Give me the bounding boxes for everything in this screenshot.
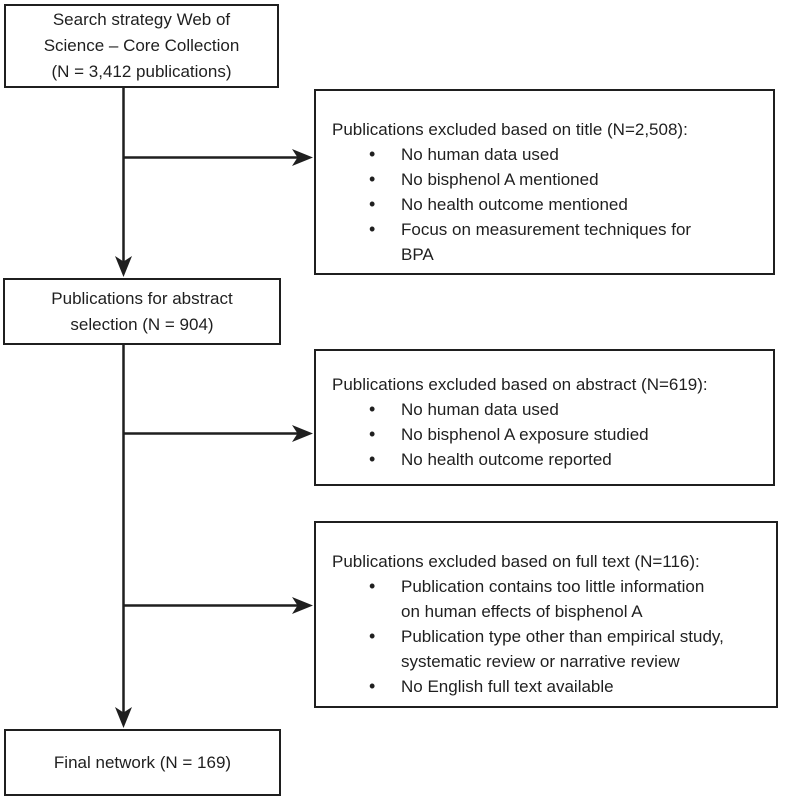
list-item: Focus on measurement techniques for BPA <box>369 217 763 267</box>
node-final-network: Final network (N = 169) <box>4 729 281 796</box>
exclusion-title: Publications excluded based on abstract … <box>332 375 708 394</box>
node-text-line: (N = 3,412 publications) <box>51 62 232 81</box>
node-search-strategy: Search strategy Web of Science – Core Co… <box>4 4 279 88</box>
list-item-text: No human data used <box>401 400 559 419</box>
node-fulltext-exclusion: Publications excluded based on full text… <box>314 521 778 708</box>
node-title-exclusion: Publications excluded based on title (N=… <box>314 89 775 275</box>
arrow-to-title-exclusion-head <box>292 149 313 166</box>
exclusion-title: Publications excluded based on title (N=… <box>332 120 688 139</box>
exclusion-reason-list: No human data used No bisphenol A exposu… <box>332 397 763 472</box>
arrow-search-to-abstract-head <box>115 256 132 277</box>
list-item-text: No bisphenol A mentioned <box>401 170 599 189</box>
exclusion-reason-list: No human data used No bisphenol A mentio… <box>332 142 763 267</box>
node-abstract-selection: Publications for abstract selection (N =… <box>3 278 281 345</box>
node-text-line: Science – Core Collection <box>43 36 240 55</box>
list-item-text: No human data used <box>401 145 559 164</box>
list-item-text: Focus on measurement techniques for <box>401 220 692 239</box>
arrow-abstract-to-final-head <box>115 707 132 728</box>
exclusion-reason-list: Publication contains too little informat… <box>332 574 766 699</box>
node-abstract-exclusion: Publications excluded based on abstract … <box>314 349 775 486</box>
exclusion-title: Publications excluded based on full text… <box>332 552 700 571</box>
list-item: No human data used <box>369 397 763 422</box>
list-item-text: No bisphenol A exposure studied <box>401 425 649 444</box>
list-item: Publication contains too little informat… <box>369 574 766 624</box>
list-item: Publication type other than empirical st… <box>369 624 766 674</box>
list-item: No health outcome mentioned <box>369 192 763 217</box>
arrow-to-abstract-exclusion-head <box>292 425 313 442</box>
list-item-text: No health outcome reported <box>401 450 612 469</box>
node-text-line: selection (N = 904) <box>70 314 214 334</box>
list-item: No human data used <box>369 142 763 167</box>
list-item-text: systematic review or narrative review <box>401 652 680 671</box>
arrow-to-fulltext-exclusion-head <box>292 597 313 614</box>
list-item-text: on human effects of bisphenol A <box>401 602 643 621</box>
list-item: No bisphenol A mentioned <box>369 167 763 192</box>
node-text-line: Final network (N = 169) <box>53 752 232 772</box>
list-item-text: BPA <box>401 245 434 264</box>
list-item-text: Publication type other than empirical st… <box>401 627 724 646</box>
list-item-text: No English full text available <box>401 677 614 696</box>
list-item: No bisphenol A exposure studied <box>369 422 763 447</box>
list-item: No health outcome reported <box>369 447 763 472</box>
list-item-text: Publication contains too little informat… <box>401 577 705 596</box>
list-item-text: No health outcome mentioned <box>401 195 628 214</box>
node-text-line: Publications for abstract <box>51 288 233 308</box>
list-item: No English full text available <box>369 674 766 699</box>
node-text-line: Search strategy Web of <box>52 10 231 29</box>
